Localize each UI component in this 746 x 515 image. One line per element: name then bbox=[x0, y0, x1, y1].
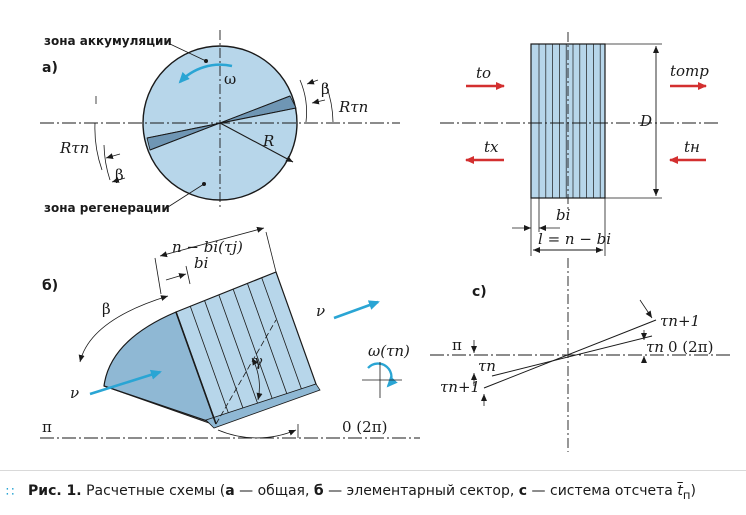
pi-sector-label: π bbox=[42, 418, 52, 436]
caption-t-subscript: п bbox=[682, 487, 691, 502]
tau-n-left-label: τn bbox=[478, 357, 496, 375]
sector-channel-line bbox=[189, 306, 231, 419]
regeneration-zone-label: зона регенерации bbox=[44, 201, 170, 215]
tau-n1-left-label: τn+1 bbox=[440, 378, 480, 396]
sector-channel-line bbox=[261, 277, 303, 390]
sector-channels bbox=[189, 277, 303, 419]
caption-close: ) bbox=[690, 483, 696, 499]
r-tau-right-label: Rτn bbox=[338, 98, 368, 116]
accumulation-zone-label: зона аккумуляции bbox=[44, 34, 172, 48]
caption-a: а bbox=[225, 483, 235, 499]
caption-a-desc: — общая, bbox=[234, 483, 314, 499]
nu-right-label: ν bbox=[316, 302, 325, 320]
gamma-label: γ bbox=[254, 352, 263, 370]
matrix-channels bbox=[538, 44, 601, 198]
b-i-sector-label: bi bbox=[194, 254, 209, 272]
sector-channel-line bbox=[232, 289, 274, 402]
caption-c-desc: — система отсчета bbox=[527, 483, 678, 499]
tau-n1-right-label: τn+1 bbox=[660, 312, 700, 330]
r-tau-left-label: Rτn bbox=[59, 139, 89, 157]
l-formula-label: l = n − bi bbox=[538, 230, 611, 248]
caption-bullet-icon: ∷ bbox=[6, 485, 15, 500]
t-n-label: tн bbox=[684, 138, 700, 156]
caption-b: б bbox=[313, 483, 324, 499]
diagram-canvas: зона аккумуляции зона регенерации а) ω β… bbox=[40, 30, 730, 452]
panel-b-sector: б) n − bi(τj) bi β ν ν γ ω(τn) π 0 (2π) bbox=[40, 226, 420, 439]
beta-label-right: β bbox=[321, 80, 330, 98]
omega-label: ω bbox=[224, 70, 236, 88]
caption-b-desc: — элементарный сектор, bbox=[323, 483, 519, 499]
radius-label: R bbox=[262, 132, 274, 150]
radius-line bbox=[219, 122, 294, 163]
panel-c-reference: с) π τn τn+1 τn+1 τn 0 (2π) bbox=[430, 258, 730, 452]
panel-b-label: б) bbox=[42, 278, 58, 294]
n-b-formula-label: n − bi(τj) bbox=[172, 238, 243, 256]
nu-left-label: ν bbox=[70, 384, 79, 402]
caption-t-symbol: t bbox=[677, 483, 683, 499]
panel-a-disc: зона аккумуляции зона регенерации а) ω β… bbox=[40, 30, 400, 215]
beta-label-left: β bbox=[115, 166, 124, 184]
panel-a-label: а) bbox=[42, 60, 58, 76]
b-i-label: bi bbox=[556, 206, 571, 224]
panel-c-label: с) bbox=[472, 284, 487, 300]
panel-a-matrix: to tотр tх tн D bi l = n − bi bbox=[440, 32, 720, 256]
zero-2pi-reference-label: 0 (2π) bbox=[668, 338, 713, 356]
t-o-label: to bbox=[476, 64, 491, 82]
rotation-arrow bbox=[178, 63, 233, 84]
t-otr-label: tотр bbox=[670, 62, 709, 80]
caption-intro: Расчетные схемы ( bbox=[86, 483, 226, 499]
sector-channel-line bbox=[247, 283, 288, 396]
sector-channel-line bbox=[204, 300, 245, 413]
pi-reference-label: π bbox=[452, 336, 462, 354]
matrix-rectangle bbox=[530, 43, 606, 199]
caption-text: Рис. 1. Расчетные схемы (а — общая, б — … bbox=[28, 483, 696, 502]
caption-fig-number: Рис. 1. bbox=[28, 483, 82, 499]
omega-tau-label: ω(τn) bbox=[368, 342, 410, 360]
beta-sector-label: β bbox=[102, 300, 111, 318]
t-x-label: tх bbox=[484, 138, 499, 156]
tau-n-right-label: τn bbox=[646, 338, 664, 356]
d-label: D bbox=[639, 112, 652, 130]
figure-caption: ∷ Рис. 1. Расчетные схемы (а — общая, б … bbox=[0, 470, 746, 515]
zero-2pi-sector-label: 0 (2π) bbox=[342, 418, 387, 436]
caption-c: с bbox=[518, 483, 528, 499]
